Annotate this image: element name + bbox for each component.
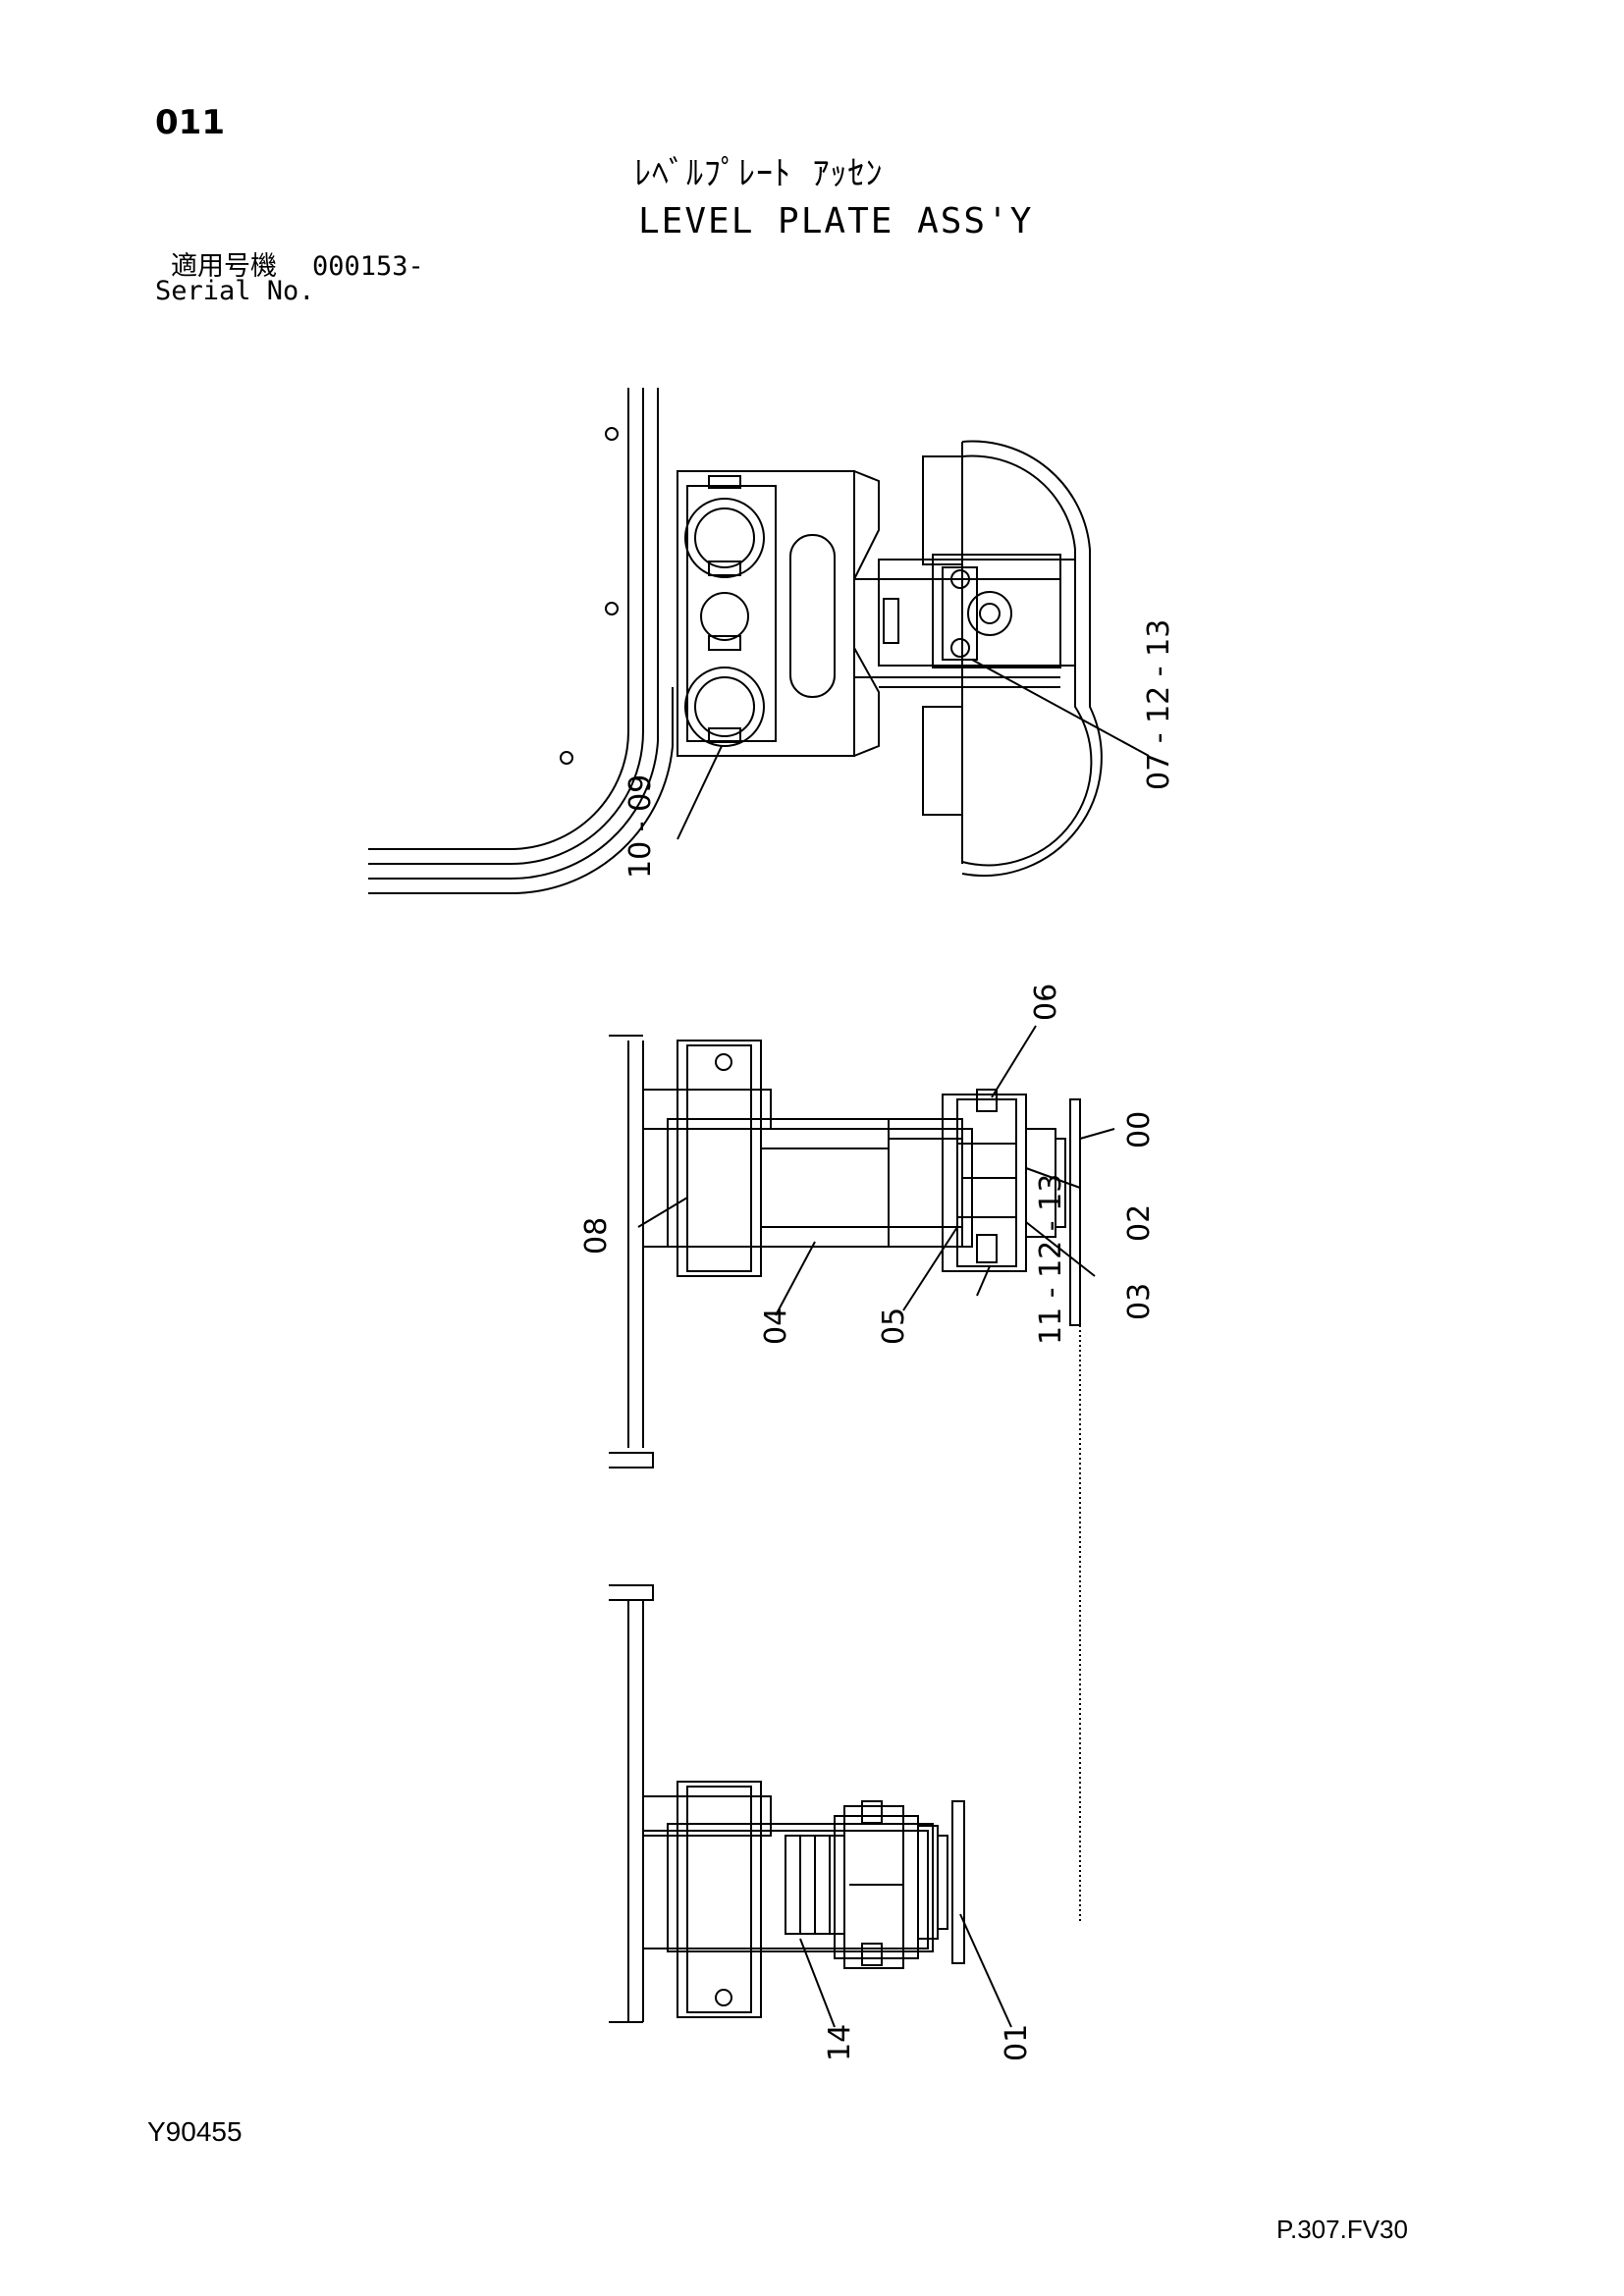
title-japanese: ﾚﾍﾞﾙﾌﾟﾚｰﾄ ｱｯｾﾝ (634, 154, 884, 193)
callout-07-12-13: 07 - 12 - 13 (1142, 619, 1176, 790)
serial-label-english: Serial No. (155, 276, 315, 306)
callout-04: 04 (759, 1308, 793, 1345)
callout-02: 02 (1122, 1204, 1157, 1242)
callout-01: 01 (1000, 2024, 1034, 2061)
callout-10-09: 10 - 09 (623, 774, 658, 879)
serial-label-japanese: 適用号機 (171, 251, 277, 282)
callout-00: 00 (1122, 1111, 1157, 1148)
page-number: 011 (155, 103, 225, 142)
callout-11-12-13: 11 - 12 - 13 (1034, 1174, 1068, 1345)
serial-number-value: 000153- (312, 251, 424, 282)
callout-08: 08 (579, 1217, 614, 1255)
page-reference: P.307.FV30 (1276, 2215, 1408, 2244)
callout-06: 06 (1029, 984, 1063, 1021)
callout-labels: 07 - 12 - 13 10 - 09 06 00 02 03 08 04 0… (579, 619, 1176, 2061)
callout-03: 03 (1122, 1283, 1157, 1320)
callout-05: 05 (877, 1308, 911, 1345)
document-code: Y90455 (147, 2116, 243, 2147)
lower-view (609, 1584, 1012, 2028)
callout-14: 14 (823, 2024, 857, 2061)
side-view (609, 1025, 1115, 1924)
top-view (368, 388, 1150, 895)
title-english: LEVEL PLATE ASS'Y (638, 201, 1034, 241)
